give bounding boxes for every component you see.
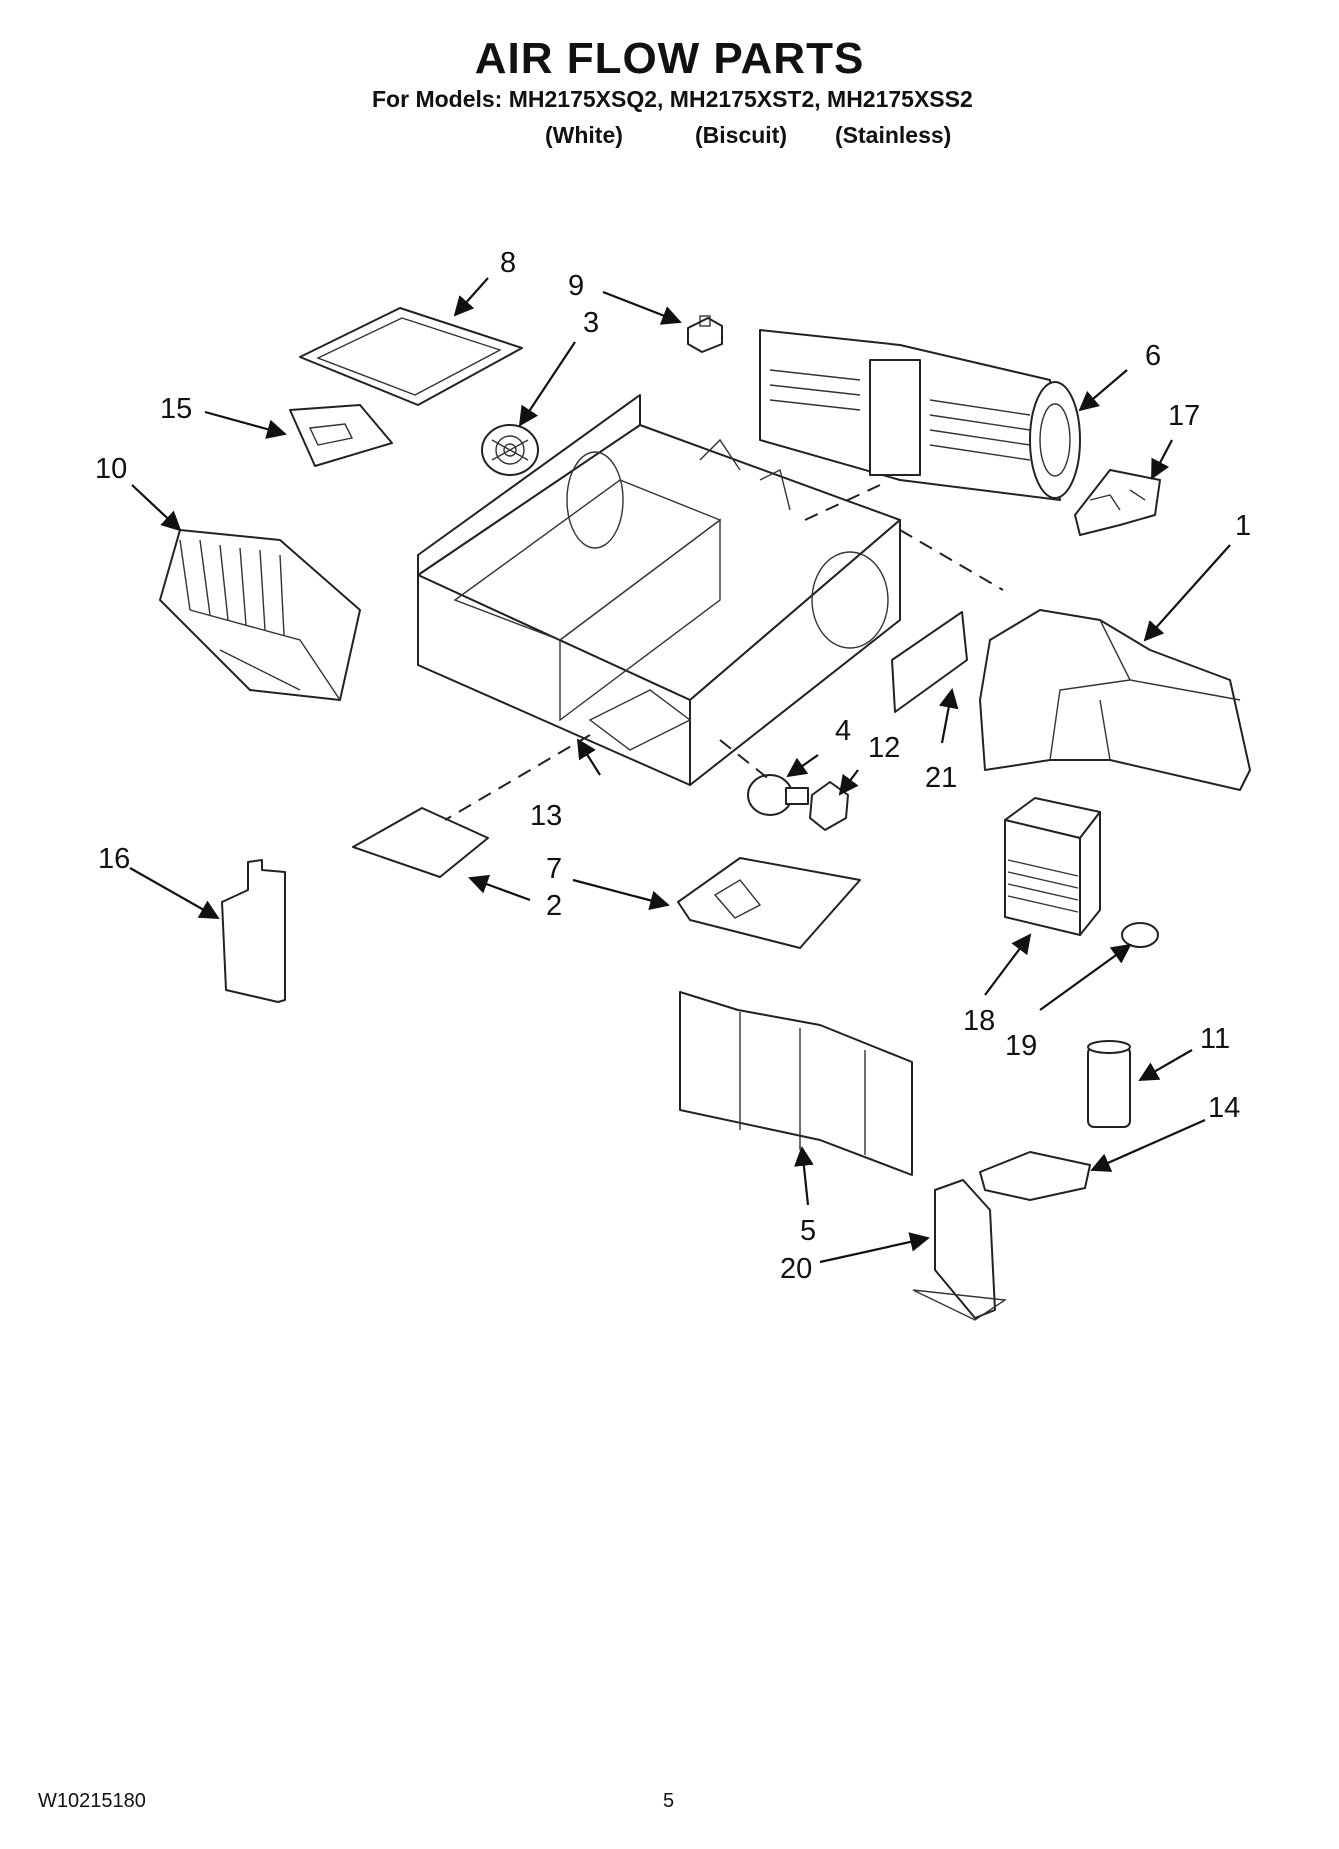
callout-15: 15 [160,393,192,425]
leader-9 [602,290,682,325]
leader-21 [938,688,959,744]
part-21-plate [891,611,968,713]
callout-17: 17 [1168,400,1200,432]
assembly-line-lamp [719,739,771,781]
assembly-line-duct [899,529,1004,591]
leader-14 [1090,1118,1206,1172]
callout-20: 20 [780,1253,812,1285]
part-11-capacitor [1087,1040,1131,1128]
models-line: For Models: MH2175XSQ2, MH2175XST2, MH21… [372,86,973,112]
leader-5 [794,1146,814,1206]
part-7-duct-plate [677,857,861,949]
leader-15 [204,410,287,439]
part-3-fan-motor [481,424,539,476]
leader-8 [453,277,489,317]
leader-1 [1143,544,1231,642]
part-15-damper-plate [289,404,393,467]
variant-stainless: (Stainless) [835,122,952,148]
variant-white: (White) [545,122,623,148]
part-9-clip [687,315,723,353]
part-8-filter-frame [299,307,523,406]
part-12-lamp-socket [809,781,849,831]
leader-2 [468,874,531,902]
part-2-cover-plate [352,807,489,878]
callout-4: 4 [835,715,851,747]
leader-17 [1151,439,1173,480]
leader-16 [129,867,220,919]
variant-biscuit: (Biscuit) [695,122,787,148]
part-4-lamp [747,774,809,816]
part-10-vent-grille [159,529,361,701]
part-19-thermal-cutout [1121,922,1159,948]
part-6-blower-assembly [759,329,1081,501]
part-20-duct [912,1179,1007,1321]
callout-1: 1 [1235,510,1251,542]
callout-14: 14 [1208,1092,1240,1124]
part-1-vent-duct [979,609,1251,791]
callout-21: 21 [925,762,957,794]
leader-18 [984,933,1032,996]
assembly-line-blower [804,484,881,521]
callout-6: 6 [1145,340,1161,372]
leader-3 [518,341,576,427]
leader-13 [576,738,601,776]
leader-19 [1039,943,1132,1011]
part-5-back-plate [679,991,913,1176]
page-title: AIR FLOW PARTS [474,34,865,83]
leader-4 [786,754,819,778]
assembly-line-cover [444,734,591,821]
callout-5: 5 [800,1215,816,1247]
callout-9: 9 [568,270,584,302]
part-14-capacitor-bracket [979,1151,1091,1201]
leader-10 [131,484,182,532]
leader-11 [1138,1049,1193,1081]
part-17-thermal-bracket [1074,469,1161,536]
leader-12 [838,769,859,796]
callout-2: 2 [546,890,562,922]
callout-7: 7 [546,853,562,885]
leader-7 [572,878,670,911]
callout-12: 12 [868,732,900,764]
part-16-side-bracket [221,859,286,1003]
callout-11: 11 [1200,1023,1230,1055]
leader-20 [819,1232,930,1264]
leader-6 [1078,369,1128,412]
callout-13: 13 [530,800,562,832]
document-number: W10215180 [38,1790,146,1812]
callout-8: 8 [500,247,516,279]
callout-10: 10 [95,453,127,485]
callout-16: 16 [98,843,130,875]
page-number: 5 [663,1790,675,1812]
callout-19: 19 [1005,1030,1037,1062]
callout-3: 3 [583,307,599,339]
part-18-transformer [1004,797,1101,936]
callout-18: 18 [963,1005,995,1037]
part-13-air-guide-base [417,394,901,786]
